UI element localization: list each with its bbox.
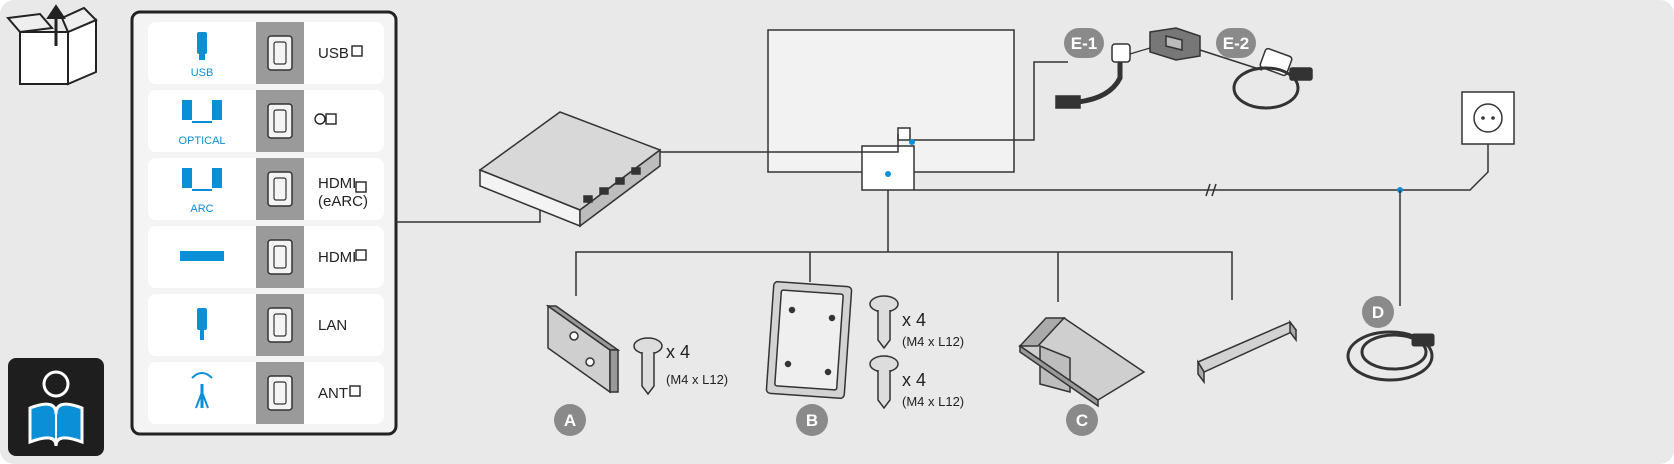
blue-cable-dot [909, 139, 915, 145]
usb-symbol-icon [351, 45, 363, 57]
bracket-a-icon [545, 304, 621, 394]
badge-c: C [1066, 404, 1098, 436]
power-cable [914, 138, 1489, 191]
antenna-icon [191, 372, 213, 409]
usb-icon [197, 32, 207, 60]
port-row: ARC HDMI(eARC) [148, 158, 384, 220]
e2-cable-icon [1199, 47, 1313, 110]
port-row: USB USB [148, 22, 384, 84]
stand-c-icon [1018, 317, 1146, 408]
badge-a-text: A [564, 411, 576, 430]
port-device-label: OPTICAL [178, 135, 225, 147]
cover-bar-icon [1196, 319, 1298, 385]
port-connector-icon [267, 171, 293, 207]
tv-stand-block [861, 145, 915, 191]
wall-outlet-icon [1461, 91, 1515, 145]
port-connector-icon [267, 307, 293, 343]
plate-b-icon [765, 280, 853, 400]
port-row: ANT [148, 362, 384, 424]
port-connector-icon [267, 35, 293, 71]
badge-a: A [554, 404, 586, 436]
port-device-label: ARC [190, 203, 213, 215]
blue-cable-dot-2 [885, 171, 891, 177]
port-name-sub: (eARC) [318, 193, 368, 210]
tv-to-e1-cable [910, 61, 1068, 141]
optical-symbol-icon [314, 113, 337, 125]
screw-b2-icon [869, 355, 899, 410]
speakers-icon [182, 100, 222, 123]
port-device-label: USB [191, 67, 214, 79]
screw-b1-icon [869, 295, 899, 350]
port-connector-icon [267, 103, 293, 139]
ethernet-icon [197, 308, 207, 340]
port-connector-icon [267, 239, 293, 275]
port-row: HDMI [148, 226, 384, 288]
port-row: LAN [148, 294, 384, 356]
part-b-spec-2: (M4 x L12) [902, 394, 964, 409]
port-connector-icon [267, 375, 293, 411]
hdmi-in-icon [355, 181, 367, 193]
tv-screen [767, 29, 1015, 173]
badge-d: D [1362, 296, 1394, 328]
port-name: HDMI [318, 249, 356, 266]
power-cord-d-icon [1346, 330, 1435, 382]
badge-c-text: C [1076, 411, 1088, 430]
ant-in-icon [349, 385, 361, 397]
port-name: LAN [318, 317, 347, 334]
part-b-quantity-1: x 4 [902, 310, 926, 330]
set-top-box-icon [180, 251, 224, 261]
screw-a-icon [633, 337, 663, 396]
e1-cable-icon [1055, 43, 1131, 109]
badge-e1: E-1 [1064, 28, 1104, 58]
unbox-icon [6, 4, 98, 86]
port-name: USB [318, 45, 349, 62]
badge-b-text: B [806, 411, 818, 430]
speakers-icon [182, 168, 222, 191]
part-a-spec: (M4 x L12) [666, 372, 728, 387]
hdmi-in-icon [355, 249, 367, 261]
badge-e1-text: E-1 [1071, 34, 1097, 53]
part-b-quantity-2: x 4 [902, 370, 926, 390]
parts-bus-line [575, 251, 1233, 300]
port-name: ANT [318, 385, 348, 402]
adapter-link-line [1129, 47, 1151, 55]
part-b-spec-1: (M4 x L12) [902, 334, 964, 349]
tv-port-icon [897, 127, 911, 141]
badge-e2-text: E-2 [1223, 34, 1249, 53]
box-to-tv-cable [660, 134, 899, 153]
cable-break-mark [1205, 183, 1217, 197]
power-adapter-icon [1149, 27, 1201, 61]
part-a-quantity: x 4 [666, 342, 690, 362]
one-connect-box [478, 111, 662, 228]
port-row: OPTICAL [148, 90, 384, 152]
badge-b: B [796, 404, 828, 436]
badge-e2: E-2 [1216, 28, 1256, 58]
read-manual-icon [8, 358, 104, 456]
port-name: HDMI [318, 175, 356, 192]
badge-d-text: D [1372, 303, 1384, 322]
